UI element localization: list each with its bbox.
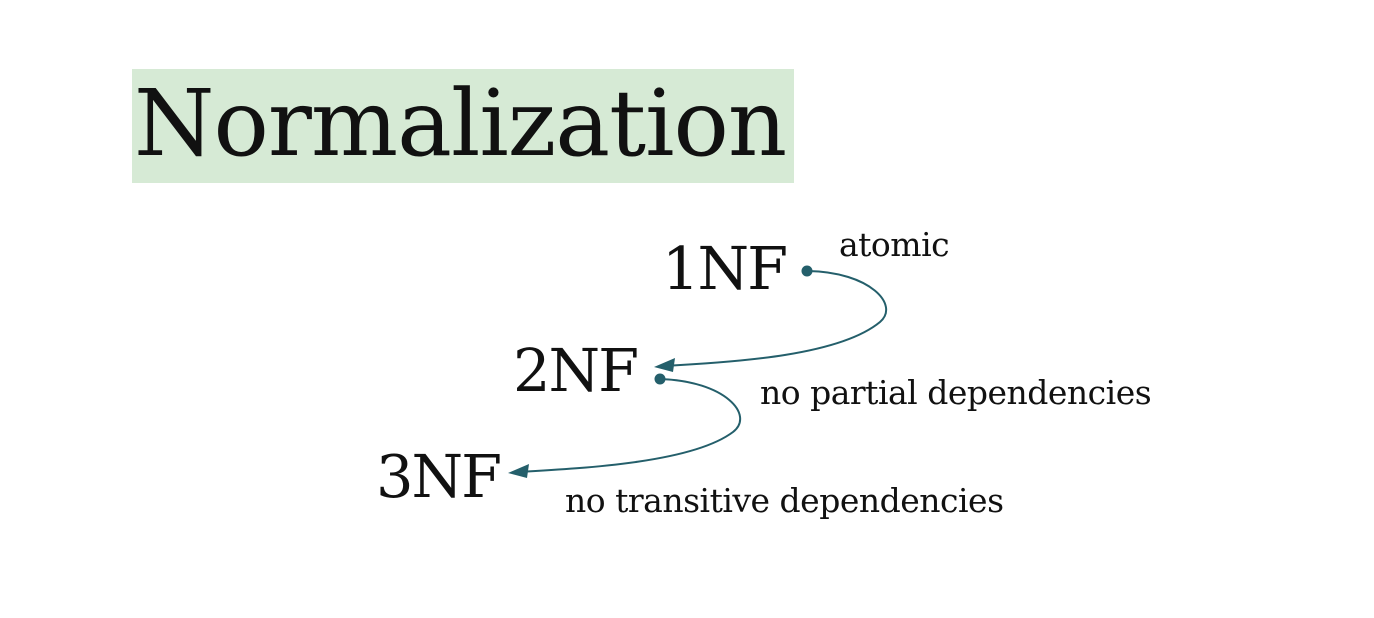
arrow-1nf-2nf-head (654, 358, 675, 372)
arrow-1nf-to-2nf (654, 265, 887, 372)
form-label-1nf: 1NF (662, 234, 788, 303)
slide-title: Normalization (134, 70, 787, 177)
rule-label-3nf: no transitive dependencies (565, 481, 1004, 520)
title-highlight (132, 69, 794, 183)
form-label-2nf: 2NF (513, 336, 639, 405)
arrow-2nf-3nf-start-dot (654, 373, 666, 385)
arrow-2nf-to-3nf (508, 373, 742, 478)
arrow-2nf-3nf-head (508, 464, 529, 478)
rule-label-2nf: no partial dependencies (760, 373, 1152, 412)
rule-label-1nf: atomic (839, 225, 950, 264)
arrow-1nf-2nf-curve (663, 270, 887, 367)
arrow-2nf-3nf-curve (517, 378, 742, 473)
form-label-3nf: 3NF (376, 442, 502, 511)
arrow-1nf-2nf-start-dot (801, 265, 813, 277)
